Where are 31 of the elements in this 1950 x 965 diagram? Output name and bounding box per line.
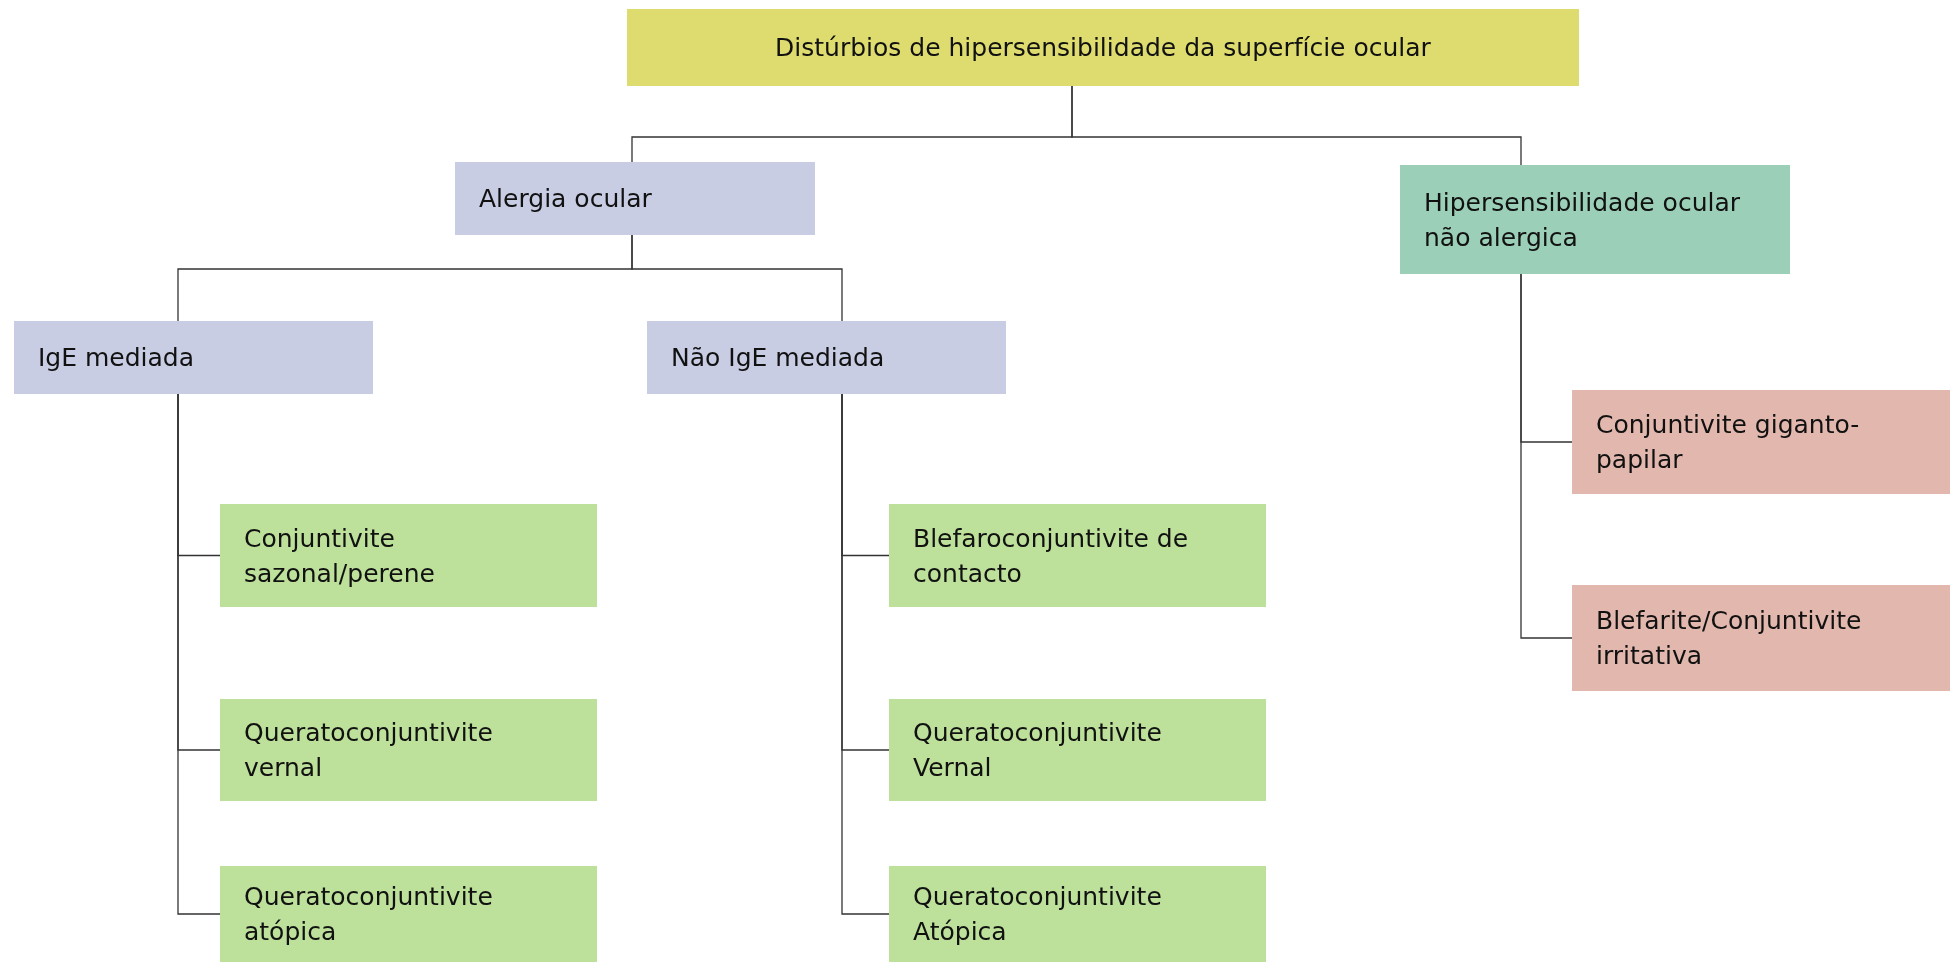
category-box [627, 9, 1579, 86]
connector-line [1071, 85, 1522, 166]
connector-line [1520, 273, 1573, 639]
category-box [1572, 390, 1950, 494]
category-box [14, 321, 373, 394]
node-label: Conjuntivite giganto-papilar [1596, 409, 1861, 476]
category-box [220, 699, 597, 801]
category-box [889, 699, 1266, 801]
connector-line [631, 234, 843, 322]
category-box [889, 504, 1266, 607]
node-label: Queratoconjuntivite Atópica [913, 881, 1163, 948]
node-label: IgE mediada [38, 342, 195, 374]
category-box [220, 866, 597, 962]
node-label: Conjuntivite sazonal/perene [244, 522, 436, 590]
node-label: Queratoconjuntivite vernal [244, 717, 494, 784]
category-box [455, 162, 815, 235]
node-label: Queratoconjuntivite atópica [244, 881, 494, 948]
category-box [647, 321, 1006, 394]
connector-line [177, 393, 221, 915]
node-label: Distúrbios de hipersensibilidade da superfície ocular [775, 32, 1431, 64]
connector-line [841, 393, 890, 915]
node-label: Blefaroconjuntivite de contacto [913, 522, 1189, 590]
node-label: Queratoconjuntivite Vernal [913, 717, 1163, 784]
category-box [889, 866, 1266, 962]
node-label: Hipersensibilidade ocular não alergica [1424, 186, 1741, 254]
node-label: Alergia ocular [479, 183, 652, 215]
node-label: Não IgE mediada [671, 342, 885, 374]
node-label: Blefarite/Conjuntivite irritativa [1596, 605, 1863, 672]
category-box [1572, 585, 1950, 691]
category-box [220, 504, 597, 607]
category-box [1400, 165, 1790, 274]
